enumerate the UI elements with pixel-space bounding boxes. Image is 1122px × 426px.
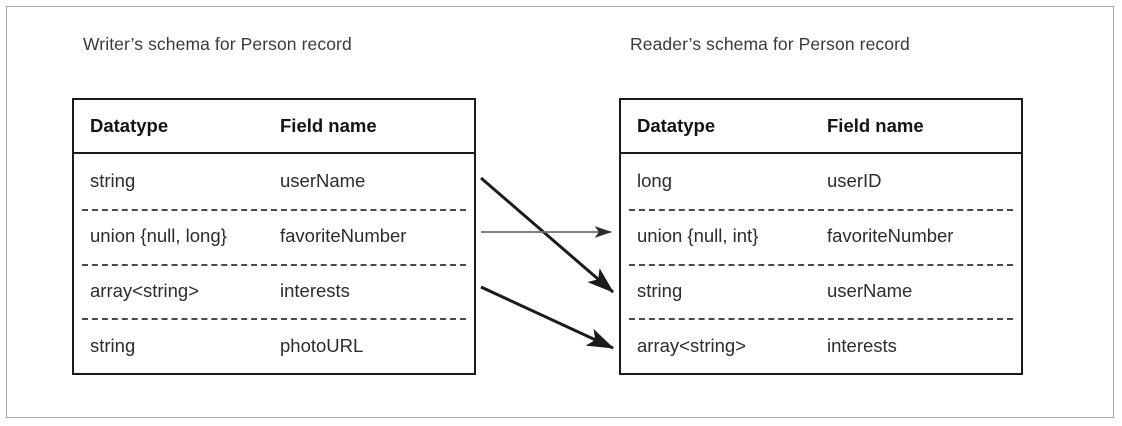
table-row: union {null, int} favoriteNumber <box>621 208 1021 264</box>
cell-field-name: userName <box>280 170 366 192</box>
table-row: string photoURL <box>74 318 474 373</box>
column-header-field-name: Field name <box>827 115 924 136</box>
cell-field-name: interests <box>827 334 897 356</box>
column-header-field-name: Field name <box>280 115 377 136</box>
table-row: array<string> interests <box>74 263 474 319</box>
column-header-datatype: Datatype <box>637 115 716 136</box>
table-header-row: Datatype Field name <box>621 100 1021 154</box>
table-header-row: Datatype Field name <box>74 100 474 154</box>
cell-datatype: union {null, int} <box>637 225 759 247</box>
table-row: union {null, long} favoriteNumber <box>74 208 474 264</box>
reader-schema-title: Reader’s schema for Person record <box>630 34 910 54</box>
cell-datatype: string <box>90 170 136 192</box>
cell-field-name: userID <box>827 170 882 192</box>
cell-datatype: array<string> <box>637 334 746 356</box>
cell-datatype: array<string> <box>90 279 199 301</box>
cell-datatype: string <box>90 334 136 356</box>
table-row: string userName <box>74 154 474 209</box>
table-body: string userName union {null, long} favor… <box>74 154 474 373</box>
table-row: long userID <box>621 154 1021 209</box>
cell-datatype: string <box>637 279 683 301</box>
cell-field-name: userName <box>827 279 913 301</box>
cell-field-name: photoURL <box>280 334 364 356</box>
column-header-datatype: Datatype <box>90 115 169 136</box>
reader-schema-table: Datatype Field name long userID union {n… <box>619 98 1023 375</box>
table-row: array<string> interests <box>621 318 1021 373</box>
writer-schema-table: Datatype Field name string userName unio… <box>72 98 476 375</box>
table-body: long userID union {null, int} favoriteNu… <box>621 154 1021 373</box>
cell-field-name: interests <box>280 279 350 301</box>
cell-field-name: favoriteNumber <box>827 225 954 247</box>
writer-schema-title: Writer’s schema for Person record <box>83 34 352 54</box>
cell-datatype: long <box>637 170 672 192</box>
cell-datatype: union {null, long} <box>90 225 227 247</box>
cell-field-name: favoriteNumber <box>280 225 407 247</box>
table-row: string userName <box>621 263 1021 319</box>
